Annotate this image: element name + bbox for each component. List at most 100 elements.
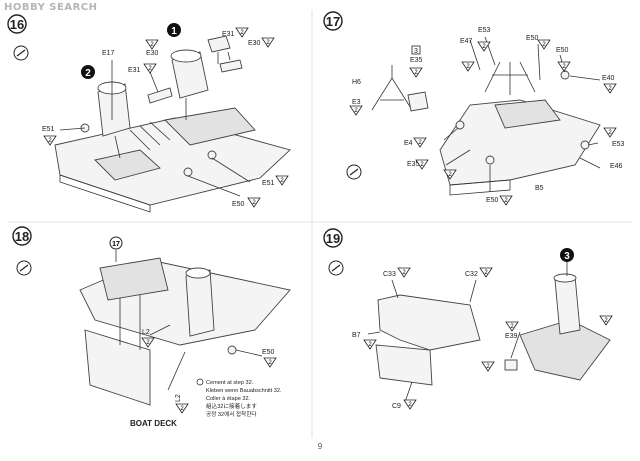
part-e4: [407, 91, 429, 112]
svg-text:Cement at step 32. K: Cement at step 32. Kleben wenn Bauabschn…: [206, 380, 283, 418]
label-e50-top: E50: [526, 35, 539, 42]
label-l2-mid: L2: [142, 329, 150, 336]
step-16-superstructure-a: [94, 149, 161, 181]
svg-text:2: 2: [604, 318, 608, 324]
label-e51-right: E51: [262, 180, 275, 187]
label-e50-bottom: E50: [486, 197, 499, 204]
step-19-marker: [323, 228, 343, 248]
step-17-superstructure: [494, 99, 561, 129]
label-e4: E4: [404, 140, 413, 147]
note-de: Kleben wenn Bauabschnitt 32.: [206, 388, 282, 394]
step-16-deck-side: [59, 174, 151, 213]
svg-text:2: 2: [354, 108, 358, 114]
svg-text:2: 2: [150, 42, 154, 48]
label-e47: E47: [460, 38, 473, 45]
label-e51-left: E51: [42, 126, 55, 133]
badge-group-19: 2 2 2 2 2 2 2: [363, 267, 613, 410]
note-jp: 組込32に接着します: [206, 402, 257, 410]
svg-text:2: 2: [562, 64, 566, 70]
svg-text:2: 2: [448, 172, 452, 178]
label-b7: B7: [352, 332, 361, 339]
funnel-1-top: [170, 49, 202, 63]
badge-group-18: 2 2 2: [141, 337, 277, 414]
step-19-number: 19: [326, 231, 340, 246]
label-e17: E17: [102, 50, 115, 57]
step-18-marker: [12, 226, 32, 246]
label-e31-left: E31: [128, 67, 141, 74]
callout-2: [81, 65, 95, 79]
cement-brush: [19, 264, 29, 272]
sub-assembly-17-marker: [109, 236, 123, 250]
step-19-frame-lower: [375, 344, 433, 386]
part-e40: [560, 70, 570, 80]
label-c32: C32: [465, 271, 478, 278]
crane-detail: [371, 65, 413, 111]
step-19-frame: [377, 294, 481, 351]
cement-note: Cement at step 32. Kleben wenn Bauabschn…: [196, 378, 283, 418]
part-e50: [227, 345, 237, 355]
svg-text:2: 2: [280, 178, 284, 184]
svg-text:2: 2: [608, 130, 612, 136]
badge-group-16: 2 2 2 2 2 2 2: [43, 27, 289, 208]
label-e39: E39: [505, 333, 518, 340]
svg-text:2: 2: [504, 198, 508, 204]
cement-brush: [349, 168, 359, 176]
svg-text:2: 2: [510, 324, 514, 330]
part-e39: [504, 359, 518, 371]
badge-group-17: 2 2 2 2 2 2 2 2 2 2 2 2: [349, 39, 617, 206]
label-c9: C9: [392, 403, 401, 410]
label-e30-top: E30: [248, 40, 261, 47]
page-number: 9: [317, 442, 323, 451]
svg-text:2: 2: [608, 86, 612, 92]
step-19-funnel: [554, 275, 581, 335]
step-17-marker: [323, 11, 343, 31]
step-17-number: 17: [326, 14, 340, 29]
step-19-leaders: [367, 262, 568, 403]
step-18: 18 17 L2 L2 E50 BOAT DECK 2 2 2: [12, 226, 291, 428]
svg-text:2: 2: [48, 138, 52, 144]
step-18-funnel: [185, 269, 215, 337]
svg-text:2: 2: [486, 364, 490, 370]
part-e53: [580, 140, 590, 150]
svg-text:2: 2: [266, 40, 270, 46]
label-e35-bottom: E35: [407, 161, 420, 168]
note-en: Cement at step 32.: [206, 380, 254, 386]
step-16: 16 1: [7, 14, 291, 213]
svg-text:2: 2: [466, 64, 470, 70]
callout-1-number: 1: [171, 26, 177, 37]
callout-1: [167, 23, 181, 37]
svg-text:2: 2: [240, 30, 244, 36]
label-e40: E40: [602, 75, 615, 82]
label-e50: E50: [232, 201, 245, 208]
cement-brush: [331, 264, 341, 272]
step-18-sub-assembly: [99, 257, 169, 301]
step-16-leaders: [59, 51, 251, 197]
sub-assembly-17-number: 17: [112, 241, 120, 248]
step-16-grating: [129, 121, 171, 151]
part-e50-bottom: [485, 155, 495, 165]
label-e30-left: E30: [146, 50, 159, 57]
step-16-marker: [7, 14, 27, 34]
part-e35: [455, 120, 465, 130]
cement-brush: [16, 49, 26, 57]
note-fr: Coller à étape 32.: [206, 396, 251, 402]
step-18-funnel-top: [185, 267, 211, 279]
svg-text:2: 2: [542, 42, 546, 48]
label-e50: E50: [262, 349, 275, 356]
svg-text:2: 2: [252, 200, 256, 206]
label-l2-low: L2: [175, 394, 182, 402]
svg-text:2: 2: [420, 162, 424, 168]
svg-text:2: 2: [418, 140, 422, 146]
part-e30-top: [219, 59, 243, 73]
svg-text:2: 2: [368, 342, 372, 348]
step-18-boat-deck: [84, 329, 151, 406]
step-19-funnel-top: [553, 273, 577, 283]
label-b5: B5: [535, 185, 544, 192]
label-boat-deck: BOAT DECK: [130, 419, 177, 428]
step-16-number: 16: [10, 17, 24, 32]
callout-2-number: 2: [85, 68, 91, 79]
svg-text:2: 2: [408, 402, 412, 408]
label-e53-top: E53: [478, 27, 491, 34]
label-e35-top: E35: [410, 57, 423, 64]
